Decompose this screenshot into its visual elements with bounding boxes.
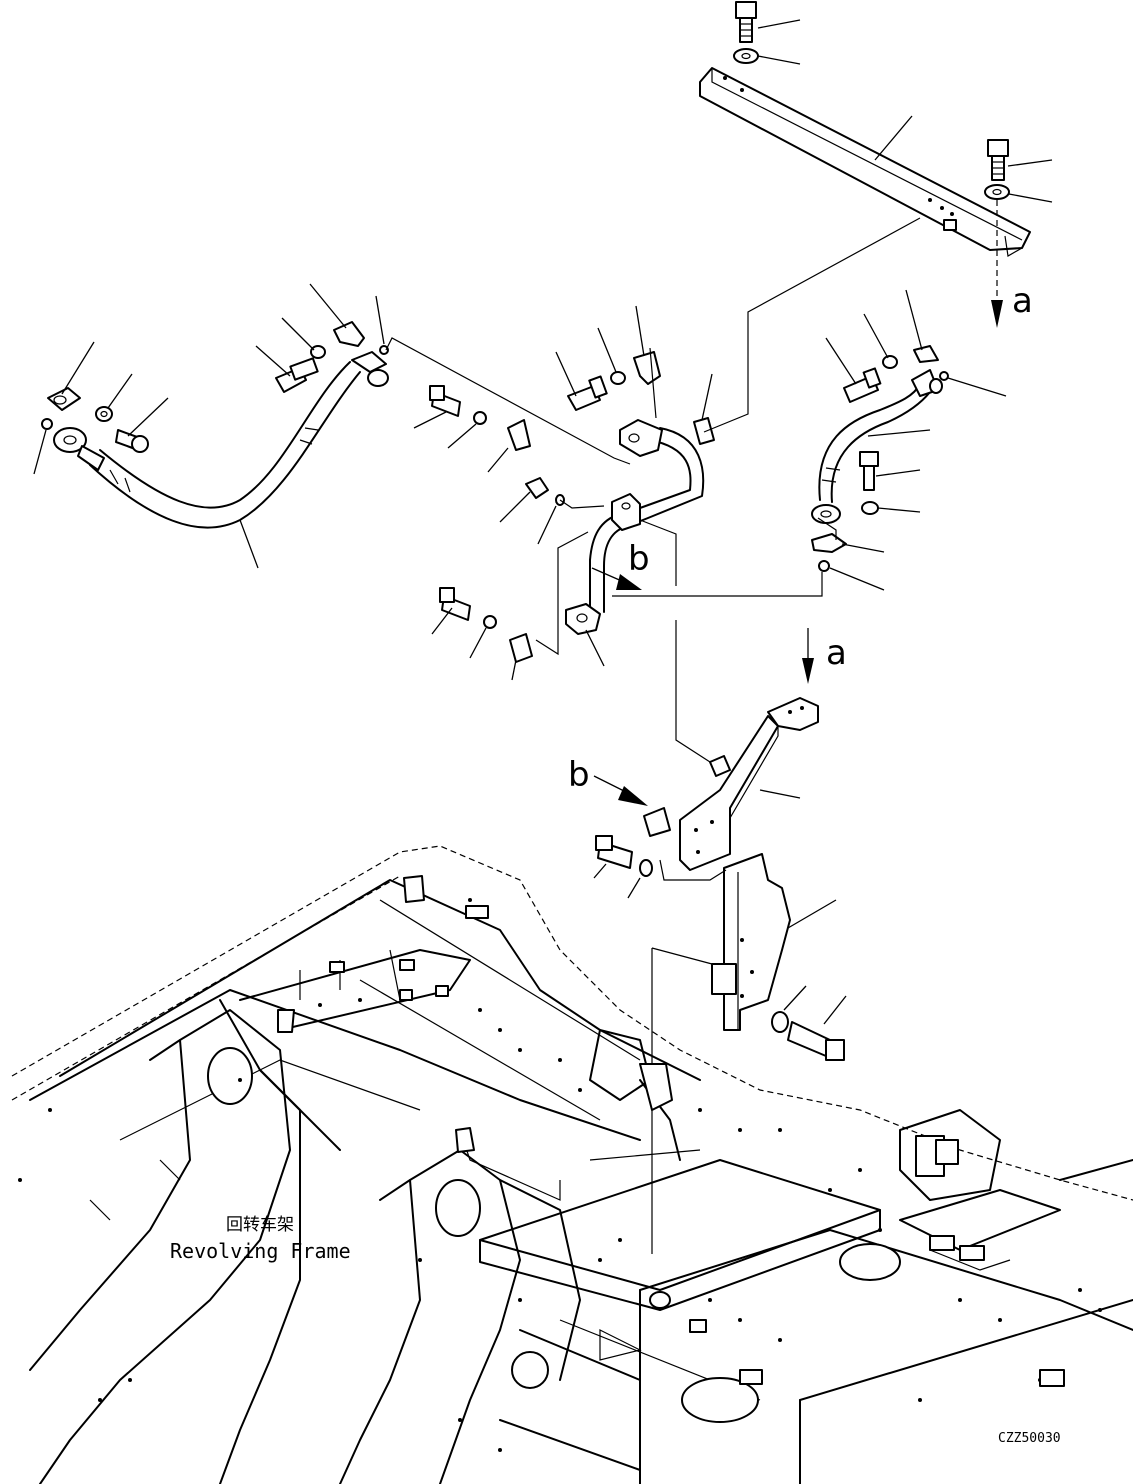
washer-pipe-top	[610, 371, 626, 385]
clamp-pipe-mid	[507, 419, 531, 451]
bolt-right-hose-top	[843, 367, 882, 403]
view-label-b-bottom: b	[568, 755, 590, 795]
o-ring-left	[41, 418, 53, 430]
bolt-bracket-left	[595, 835, 633, 869]
leader-lines-center	[413, 305, 713, 681]
clamp-bracket-left	[643, 807, 671, 837]
leader-lines-top	[757, 19, 1053, 203]
washer-top-right	[984, 184, 1010, 200]
washer-bracket-right	[771, 1011, 789, 1033]
frame-label-en: Revolving Frame	[170, 1239, 351, 1263]
washer-pipe-mid	[473, 411, 487, 425]
frame-label-cn: 回转车架	[226, 1215, 294, 1235]
bolt-right-hose-flange	[859, 451, 879, 491]
washer-bracket-left	[639, 859, 653, 877]
washer-left-hose	[95, 406, 113, 422]
pipe-mid-block	[611, 493, 641, 531]
split-flange-left	[47, 387, 81, 411]
bolt-bracket-right	[787, 1021, 845, 1061]
bolt-pipe-bottom	[439, 587, 471, 621]
revolving-frame: 回转车架 Revolving Frame	[11, 845, 1133, 1484]
washer-top-left	[733, 48, 759, 64]
hose-end-fitting-left	[53, 427, 105, 471]
support-bracket-lower	[711, 853, 791, 1031]
leader-lines-right	[825, 289, 1007, 591]
drawing-code: CZZ50030	[998, 1431, 1061, 1446]
central-steel-pipe	[565, 419, 705, 635]
bolt-top-right	[987, 139, 1009, 181]
top-mounting-bar	[699, 67, 1031, 257]
leader-lines-bracket	[593, 789, 847, 1025]
washer-left-clamp	[310, 345, 326, 359]
bolt-left-hose-clamp	[275, 357, 319, 393]
pipe-bottom-flange	[565, 603, 601, 635]
leader-lines-left	[33, 283, 385, 569]
o-ring-right-top	[939, 371, 949, 381]
view-label-a-top: a	[1012, 281, 1033, 321]
view-arrow-a-top: a	[991, 200, 1033, 328]
clamp-pipe-top	[633, 351, 661, 385]
clamp-left	[333, 321, 365, 347]
hose-end-right-bottom	[811, 504, 841, 524]
left-hose-assembly	[53, 351, 389, 529]
connector-pipe-mid	[525, 477, 549, 499]
pipe-top-flange	[619, 419, 663, 457]
washer-right-hose-top	[882, 355, 898, 369]
split-flange-right	[811, 533, 847, 553]
support-bracket-upper	[679, 697, 819, 871]
hose-end-right-top	[911, 369, 943, 397]
washer-pipe-bottom	[483, 615, 497, 629]
o-ring-right-bottom	[818, 560, 830, 572]
washer-right-hose	[861, 501, 879, 515]
bolt-top-left	[735, 1, 757, 43]
view-arrow-a-bottom: a	[802, 628, 847, 684]
hose-end-fitting-right	[351, 351, 389, 387]
clamp-pipe-right	[693, 417, 715, 445]
bolt-pipe-top	[567, 375, 608, 411]
view-label-a-bottom: a	[826, 633, 847, 673]
right-hose-assembly	[811, 369, 943, 524]
view-arrow-b-bottom: b	[568, 755, 648, 806]
clamp-pipe-bottom	[509, 633, 533, 663]
bolt-left-hose-flange	[115, 429, 149, 453]
view-arrow-b-top: b	[591, 539, 650, 590]
o-ring-left-hose-top	[379, 345, 389, 355]
clamp-right-hose	[913, 345, 939, 363]
bolt-pipe-mid	[429, 385, 461, 417]
view-label-b-top: b	[628, 539, 650, 579]
